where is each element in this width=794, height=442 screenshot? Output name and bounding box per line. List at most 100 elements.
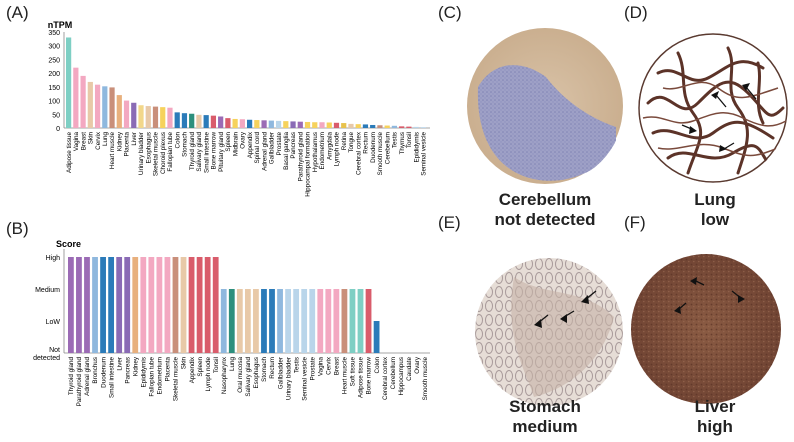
caption-lung: Lung low <box>630 190 794 230</box>
x-tick-label: Cerebral cortex <box>355 131 362 175</box>
bar <box>203 115 209 128</box>
y-tick-label: 100 <box>48 99 60 106</box>
x-tick-label: Stomach <box>182 132 189 157</box>
x-tick-label: Fallopian tube <box>149 357 156 397</box>
x-tick-label: Small intestine <box>108 357 115 398</box>
bar <box>73 67 79 128</box>
y-tick-label: 50 <box>52 112 60 119</box>
bar <box>87 81 93 128</box>
x-tick-label: Stomach <box>261 357 268 382</box>
bar <box>247 119 253 128</box>
x-tick-label: Esophagus <box>253 357 260 389</box>
x-tick-label: Epididymis <box>413 132 420 162</box>
x-tick-label: Fallopian tube <box>167 132 174 172</box>
bar <box>167 107 173 128</box>
x-tick-label: Adipose tissue <box>66 132 73 173</box>
bar <box>102 86 108 128</box>
x-tick-label: Pancreas <box>124 357 131 384</box>
x-tick-label: Oral mucosa <box>237 357 244 393</box>
x-tick-label: Cervix <box>95 131 102 150</box>
bar <box>218 116 224 128</box>
caption-liver-level: high <box>697 417 733 436</box>
x-tick-label: Tonsil <box>213 357 220 373</box>
bar <box>301 289 308 353</box>
bar <box>290 121 296 128</box>
bar <box>325 289 332 353</box>
x-tick-label: Parathyroid gland <box>76 357 83 407</box>
x-tick-label: Choroid plexus <box>160 132 167 174</box>
x-tick-label: Vagina <box>73 132 80 152</box>
bar <box>333 122 340 128</box>
caption-lung-level: low <box>700 210 730 229</box>
bar <box>212 257 219 353</box>
x-tick-label: Appendix <box>189 356 196 383</box>
x-tick-label: Placenta <box>124 132 131 157</box>
bar <box>189 113 195 128</box>
x-tick-label: Spleen <box>197 357 204 377</box>
x-tick-label: Endometrium <box>319 132 326 169</box>
bar <box>326 122 332 128</box>
x-tick-label: Skeletal muscle <box>153 132 160 177</box>
bar <box>94 84 101 128</box>
x-tick-label: Appendix <box>247 131 254 158</box>
bar <box>275 120 282 128</box>
x-tick-label: Lymph node <box>334 132 341 167</box>
x-tick-label: Epididymis <box>141 357 148 387</box>
y-tick-label: 0 <box>56 126 60 133</box>
bar <box>413 126 419 128</box>
bar <box>277 289 283 353</box>
bar <box>341 289 348 353</box>
panel-label-d: (D) <box>624 3 648 22</box>
x-tick-label: Tongue <box>348 132 355 153</box>
x-tick-label: Retina <box>341 132 348 151</box>
x-tick-label: Small intestine <box>203 132 210 173</box>
bar <box>357 289 364 353</box>
bar <box>283 121 289 128</box>
bar <box>228 289 235 353</box>
bar <box>76 257 82 353</box>
x-tick-label: Ovary <box>240 131 247 149</box>
x-tick-label: Testis <box>293 357 300 373</box>
bar <box>285 289 291 353</box>
x-tick-label: Soft tissue <box>350 357 357 387</box>
x-tick-label: Adipose tissue <box>358 357 365 398</box>
x-tick-label: Rectum <box>363 132 370 154</box>
bar <box>317 289 324 353</box>
bar <box>225 118 231 128</box>
bar <box>124 257 131 353</box>
x-tick-label: Caudate <box>406 357 413 381</box>
y-level-label: Medium <box>35 287 60 294</box>
y-axis-label-a: nTPM <box>48 20 73 30</box>
bar <box>293 289 300 353</box>
bar <box>131 102 137 128</box>
caption-cerebellum-tissue: Cerebellum <box>498 190 592 209</box>
x-tick-label: Endometrium <box>157 357 164 394</box>
y-level-label: LoW <box>46 319 61 326</box>
bar <box>196 114 202 128</box>
x-tick-label: Midbrain <box>232 132 239 157</box>
x-tick-label: Bone marrow <box>211 132 218 170</box>
x-tick-label: Basal ganglia <box>283 132 290 170</box>
y-level-label: High <box>46 255 61 262</box>
bar <box>377 125 383 128</box>
x-tick-label: Breast <box>80 132 87 150</box>
x-tick-label: Gallbladder <box>269 132 276 164</box>
bar <box>261 289 267 353</box>
bar <box>152 106 159 128</box>
x-tick-label: Duodenum <box>100 357 107 388</box>
bar <box>261 120 267 128</box>
bar <box>341 123 347 128</box>
bar <box>355 124 361 128</box>
x-tick-label: Prostate <box>309 357 316 381</box>
x-tick-label: Tonsil <box>406 132 413 148</box>
caption-cerebellum: Cerebellum not detected <box>460 190 630 230</box>
bar <box>384 125 390 128</box>
x-tick-label: Hippocampus <box>398 357 405 396</box>
x-tick-label: Nasopharynx <box>221 356 228 394</box>
caption-cerebellum-level: not detected <box>494 210 596 229</box>
bar <box>297 121 303 128</box>
bar <box>348 123 354 128</box>
x-tick-label: Adrenal gland <box>84 357 91 396</box>
x-tick-label: Thymus <box>399 132 406 154</box>
